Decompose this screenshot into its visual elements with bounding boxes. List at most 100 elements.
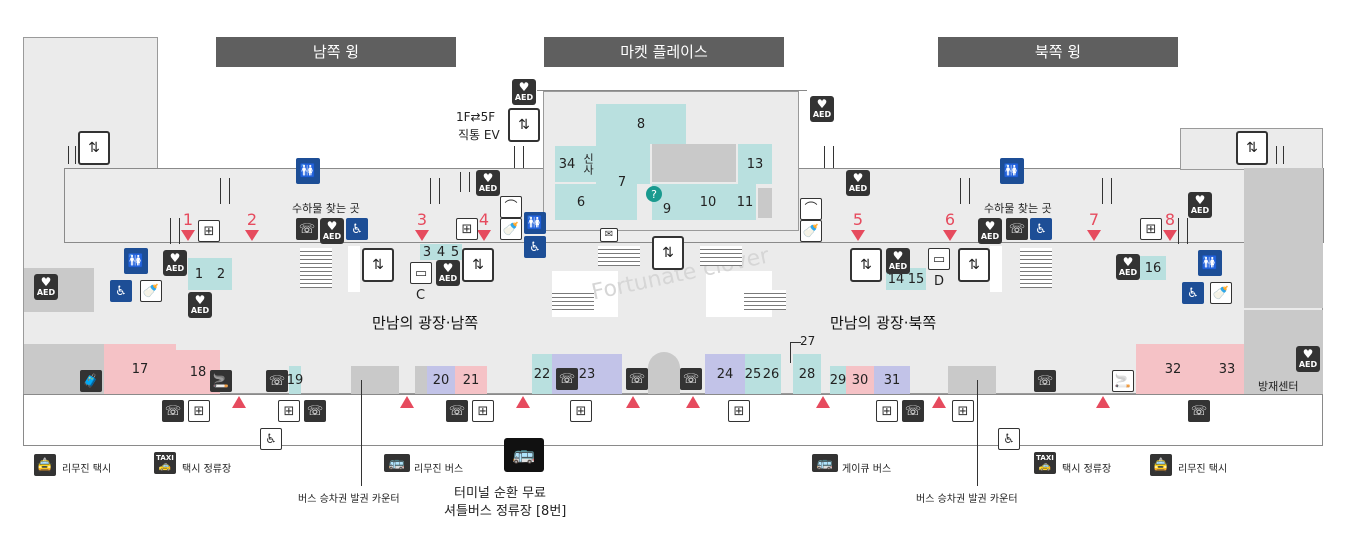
shop-31[interactable]: 31 <box>874 366 910 394</box>
elevator-icon-south-2[interactable]: ⇅ <box>462 248 494 282</box>
shop-6[interactable]: 6 <box>555 184 607 220</box>
nursing-room-icon-left[interactable]: 🍼 <box>140 280 162 302</box>
exit-marker[interactable] <box>932 396 946 408</box>
exit-marker[interactable] <box>400 396 414 408</box>
shop-33[interactable]: 33 <box>1210 344 1244 394</box>
limousine-taxi-icon[interactable]: 🚖 <box>1150 454 1172 476</box>
smoking-area-icon[interactable]: 🚬 <box>1112 370 1134 392</box>
aed-icon[interactable]: ♥AED <box>1116 254 1140 280</box>
shop-8[interactable]: 8 <box>596 104 686 144</box>
shop-4[interactable]: 4 <box>434 244 448 260</box>
gate-marker-7[interactable] <box>1087 230 1101 241</box>
aed-icon[interactable]: ♥AED <box>1188 192 1212 218</box>
shop-sinsa[interactable]: 신사 <box>579 146 596 182</box>
accessible-toilet-icon-south[interactable]: ♿ <box>346 218 368 240</box>
aed-icon[interactable]: ♥AED <box>476 170 500 196</box>
gate-marker-2[interactable] <box>245 230 259 241</box>
elevator-icon-left-wing[interactable]: ⇅ <box>78 131 110 165</box>
cart-icon[interactable]: ⊞ <box>952 400 974 422</box>
exit-marker[interactable] <box>686 396 700 408</box>
exit-marker[interactable] <box>232 396 246 408</box>
toilet-icon-south[interactable]: 🚻 <box>296 158 320 184</box>
toilet-icon-right[interactable]: 🚻 <box>1198 250 1222 276</box>
gate-marker-6[interactable] <box>943 230 957 241</box>
gate-marker-5[interactable] <box>851 230 865 241</box>
info-icon[interactable]: ? <box>646 186 662 202</box>
shop-13[interactable]: 13 <box>738 144 772 184</box>
cart-icon[interactable]: ⊞ <box>876 400 898 422</box>
baby-changing-icon-north[interactable]: ⌒ <box>800 198 822 220</box>
locker-icon-d[interactable]: ▭ <box>928 248 950 270</box>
elevator-icon-south-1[interactable]: ⇅ <box>362 248 394 282</box>
shop-21[interactable]: 21 <box>455 366 487 394</box>
shop-34[interactable]: 34 <box>555 146 579 182</box>
exit-marker[interactable] <box>1096 396 1110 408</box>
accessible-toilet-icon-left[interactable]: ♿ <box>110 280 132 302</box>
baby-changing-icon-market[interactable]: ⌒ <box>500 196 522 218</box>
shop-32[interactable]: 32 <box>1136 344 1210 394</box>
cart-icon[interactable]: ⊞ <box>570 400 592 422</box>
exit-marker[interactable] <box>516 396 530 408</box>
aed-icon[interactable]: ♥AED <box>34 274 58 300</box>
smoking-area-icon[interactable]: 🚬 <box>210 370 232 392</box>
shop-25[interactable]: 25 <box>745 354 761 394</box>
accessible-toilet-icon-north[interactable]: ♿ <box>1030 218 1052 240</box>
cart-icon[interactable]: ⊞ <box>456 218 478 240</box>
shop-11[interactable]: 11 <box>734 184 756 220</box>
shop-20[interactable]: 20 <box>427 366 455 394</box>
mail-icon[interactable]: ✉ <box>600 228 618 242</box>
cart-icon[interactable]: ⊞ <box>198 220 220 242</box>
luggage-icon[interactable]: 🧳 <box>80 370 102 392</box>
shop-22[interactable]: 22 <box>532 354 552 394</box>
locker-icon-c[interactable]: ▭ <box>410 262 432 284</box>
elevator-icon-north-1[interactable]: ⇅ <box>850 248 882 282</box>
limousine-bus-icon[interactable]: 🚌 <box>384 454 410 472</box>
shop-17[interactable]: 17 <box>104 344 176 394</box>
aed-icon[interactable]: ♥AED <box>320 218 344 244</box>
shop-19[interactable]: 19 <box>287 366 303 394</box>
phone-icon[interactable]: ☏ <box>296 218 318 240</box>
elevator-icon-right-wing[interactable]: ⇅ <box>1236 131 1268 165</box>
shop-29[interactable]: 29 <box>830 366 846 394</box>
limousine-taxi-icon[interactable]: 🚖 <box>34 454 56 476</box>
aed-icon[interactable]: ♥AED <box>1296 346 1320 372</box>
taxi-icon[interactable]: TAXI🚕 <box>154 452 176 474</box>
phone-icon[interactable]: ☏ <box>1034 370 1056 392</box>
aed-icon[interactable]: ♥AED <box>978 218 1002 244</box>
phone-icon[interactable]: ☏ <box>304 400 326 422</box>
shop-30[interactable]: 30 <box>846 366 874 394</box>
toilet-icon-left[interactable]: 🚻 <box>124 248 148 274</box>
accessible-toilet-icon-market[interactable]: ♿ <box>524 236 546 258</box>
aed-icon[interactable]: ♥AED <box>886 248 910 274</box>
aed-icon[interactable]: ♥AED <box>846 170 870 196</box>
shop-2[interactable]: 2 <box>210 258 232 290</box>
cart-icon[interactable]: ⊞ <box>472 400 494 422</box>
accessible-toilet-icon-right[interactable]: ♿ <box>1182 282 1204 304</box>
aed-icon[interactable]: ♥AED <box>163 250 187 276</box>
cart-icon[interactable]: ⊞ <box>1140 218 1162 240</box>
gate-marker-3[interactable] <box>415 230 429 241</box>
shop-3[interactable]: 3 <box>420 244 434 260</box>
gate-marker-4[interactable] <box>477 230 491 241</box>
elevator-icon-north-2[interactable]: ⇅ <box>958 248 990 282</box>
aed-icon[interactable]: ♥AED <box>188 292 212 318</box>
aed-icon[interactable]: ♥AED <box>436 260 460 286</box>
phone-icon[interactable]: ☏ <box>626 368 648 390</box>
cart-icon[interactable]: ⊞ <box>728 400 750 422</box>
elevator-icon-market[interactable]: ⇅ <box>652 236 684 270</box>
shop-7[interactable]: 7 <box>607 144 637 220</box>
toilet-icon-north[interactable]: 🚻 <box>1000 158 1024 184</box>
gate-marker-1[interactable] <box>181 230 195 241</box>
phone-icon[interactable]: ☏ <box>446 400 468 422</box>
keikyu-bus-icon[interactable]: 🚌 <box>812 454 838 472</box>
shop-28[interactable]: 28 <box>793 354 821 394</box>
shuttle-bus-icon[interactable]: 🚌 <box>504 438 544 472</box>
cart-icon[interactable]: ⊞ <box>188 400 210 422</box>
cart-icon[interactable]: ⊞ <box>278 400 300 422</box>
nursing-room-icon-north[interactable]: 🍼 <box>800 220 822 242</box>
disabled-access-icon-south[interactable]: ♿ <box>260 428 282 450</box>
gate-marker-8[interactable] <box>1163 230 1177 241</box>
direct-elevator-icon[interactable]: ⇅ <box>508 108 540 142</box>
shop-15[interactable]: 15 <box>906 268 926 290</box>
nursing-room-icon-market[interactable]: 🍼 <box>500 218 522 240</box>
